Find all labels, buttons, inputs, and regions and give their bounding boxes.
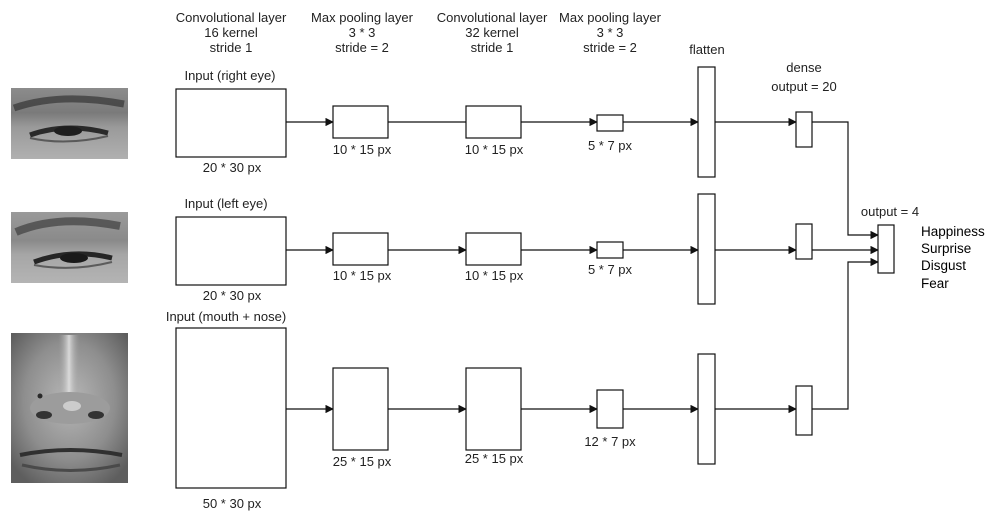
mouth-nose-photo — [11, 333, 128, 483]
row1-input-title: Input (right eye) — [184, 68, 275, 83]
header-conv2-line2: 32 kernel — [465, 25, 519, 40]
header-pool2-line3: stride = 2 — [583, 40, 637, 55]
row3-pool1-size: 25 * 15 px — [333, 454, 392, 469]
header-pool2: Max pooling layer 3 * 3 stride = 2 — [559, 10, 662, 55]
row1-pool2-box — [597, 115, 623, 131]
header-conv2: Convolutional layer 32 kernel stride 1 — [437, 10, 548, 55]
class-labels: Happiness Surprise Disgust Fear — [921, 224, 985, 291]
row-left-eye: Input (left eye) 20 * 30 px 10 * 15 px 1… — [176, 194, 878, 304]
header-conv1-line3: stride 1 — [210, 40, 253, 55]
header-pool1-line1: Max pooling layer — [311, 10, 414, 25]
row3-pool2-size: 12 * 7 px — [584, 434, 636, 449]
row1-conv2-box — [466, 106, 521, 138]
row1-conv2-size: 10 * 15 px — [465, 142, 524, 157]
row-mouth-nose: Input (mouth + nose) 50 * 30 px 25 * 15 … — [166, 262, 878, 511]
class-disgust: Disgust — [921, 258, 966, 273]
header-pool2-line1: Max pooling layer — [559, 10, 662, 25]
row1-input-box — [176, 89, 286, 157]
row2-input-size: 20 * 30 px — [203, 288, 262, 303]
row3-flatten-box — [698, 354, 715, 464]
dense-label-line2: output = 20 — [771, 79, 836, 94]
left-eye-photo — [11, 212, 128, 283]
row2-input-box — [176, 217, 286, 285]
class-fear: Fear — [921, 276, 949, 291]
output-box — [878, 225, 894, 273]
row2-pool2-size: 5 * 7 px — [588, 262, 633, 277]
header-conv1-line2: 16 kernel — [204, 25, 258, 40]
row1-pool1-box — [333, 106, 388, 138]
row1-pool1-size: 10 * 15 px — [333, 142, 392, 157]
row2-conv2-box — [466, 233, 521, 265]
row2-pool2-box — [597, 242, 623, 258]
row2-flatten-box — [698, 194, 715, 304]
row3-pool1-box — [333, 368, 388, 450]
row1-input-size: 20 * 30 px — [203, 160, 262, 175]
dense-label-line1: dense — [786, 60, 821, 75]
class-happiness: Happiness — [921, 224, 985, 239]
header-pool1-line2: 3 * 3 — [349, 25, 376, 40]
row3-input-size: 50 * 30 px — [203, 496, 262, 511]
output-label: output = 4 — [861, 204, 919, 219]
class-surprise: Surprise — [921, 241, 971, 256]
row3-conv2-box — [466, 368, 521, 450]
row2-conv2-size: 10 * 15 px — [465, 268, 524, 283]
header-conv2-line1: Convolutional layer — [437, 10, 548, 25]
row3-input-box — [176, 328, 286, 488]
header-conv1: Convolutional layer 16 kernel stride 1 — [176, 10, 287, 55]
row2-pool1-size: 10 * 15 px — [333, 268, 392, 283]
row1-pool2-size: 5 * 7 px — [588, 138, 633, 153]
header-pool2-line2: 3 * 3 — [597, 25, 624, 40]
header-pool1-line3: stride = 2 — [335, 40, 389, 55]
row2-dense-box — [796, 224, 812, 259]
row1-flatten-box — [698, 67, 715, 177]
row3-conv2-size: 25 * 15 px — [465, 451, 524, 466]
row2-input-title: Input (left eye) — [184, 196, 267, 211]
row1-dense-box — [796, 112, 812, 147]
header-conv2-line3: stride 1 — [471, 40, 514, 55]
header-conv1-line1: Convolutional layer — [176, 10, 287, 25]
row3-dense-box — [796, 386, 812, 435]
right-eye-photo — [11, 88, 128, 159]
row3-input-title: Input (mouth + nose) — [166, 309, 286, 324]
row2-pool1-box — [333, 233, 388, 265]
flatten-label: flatten — [689, 42, 724, 57]
header-pool1: Max pooling layer 3 * 3 stride = 2 — [311, 10, 414, 55]
row3-pool2-box — [597, 390, 623, 428]
